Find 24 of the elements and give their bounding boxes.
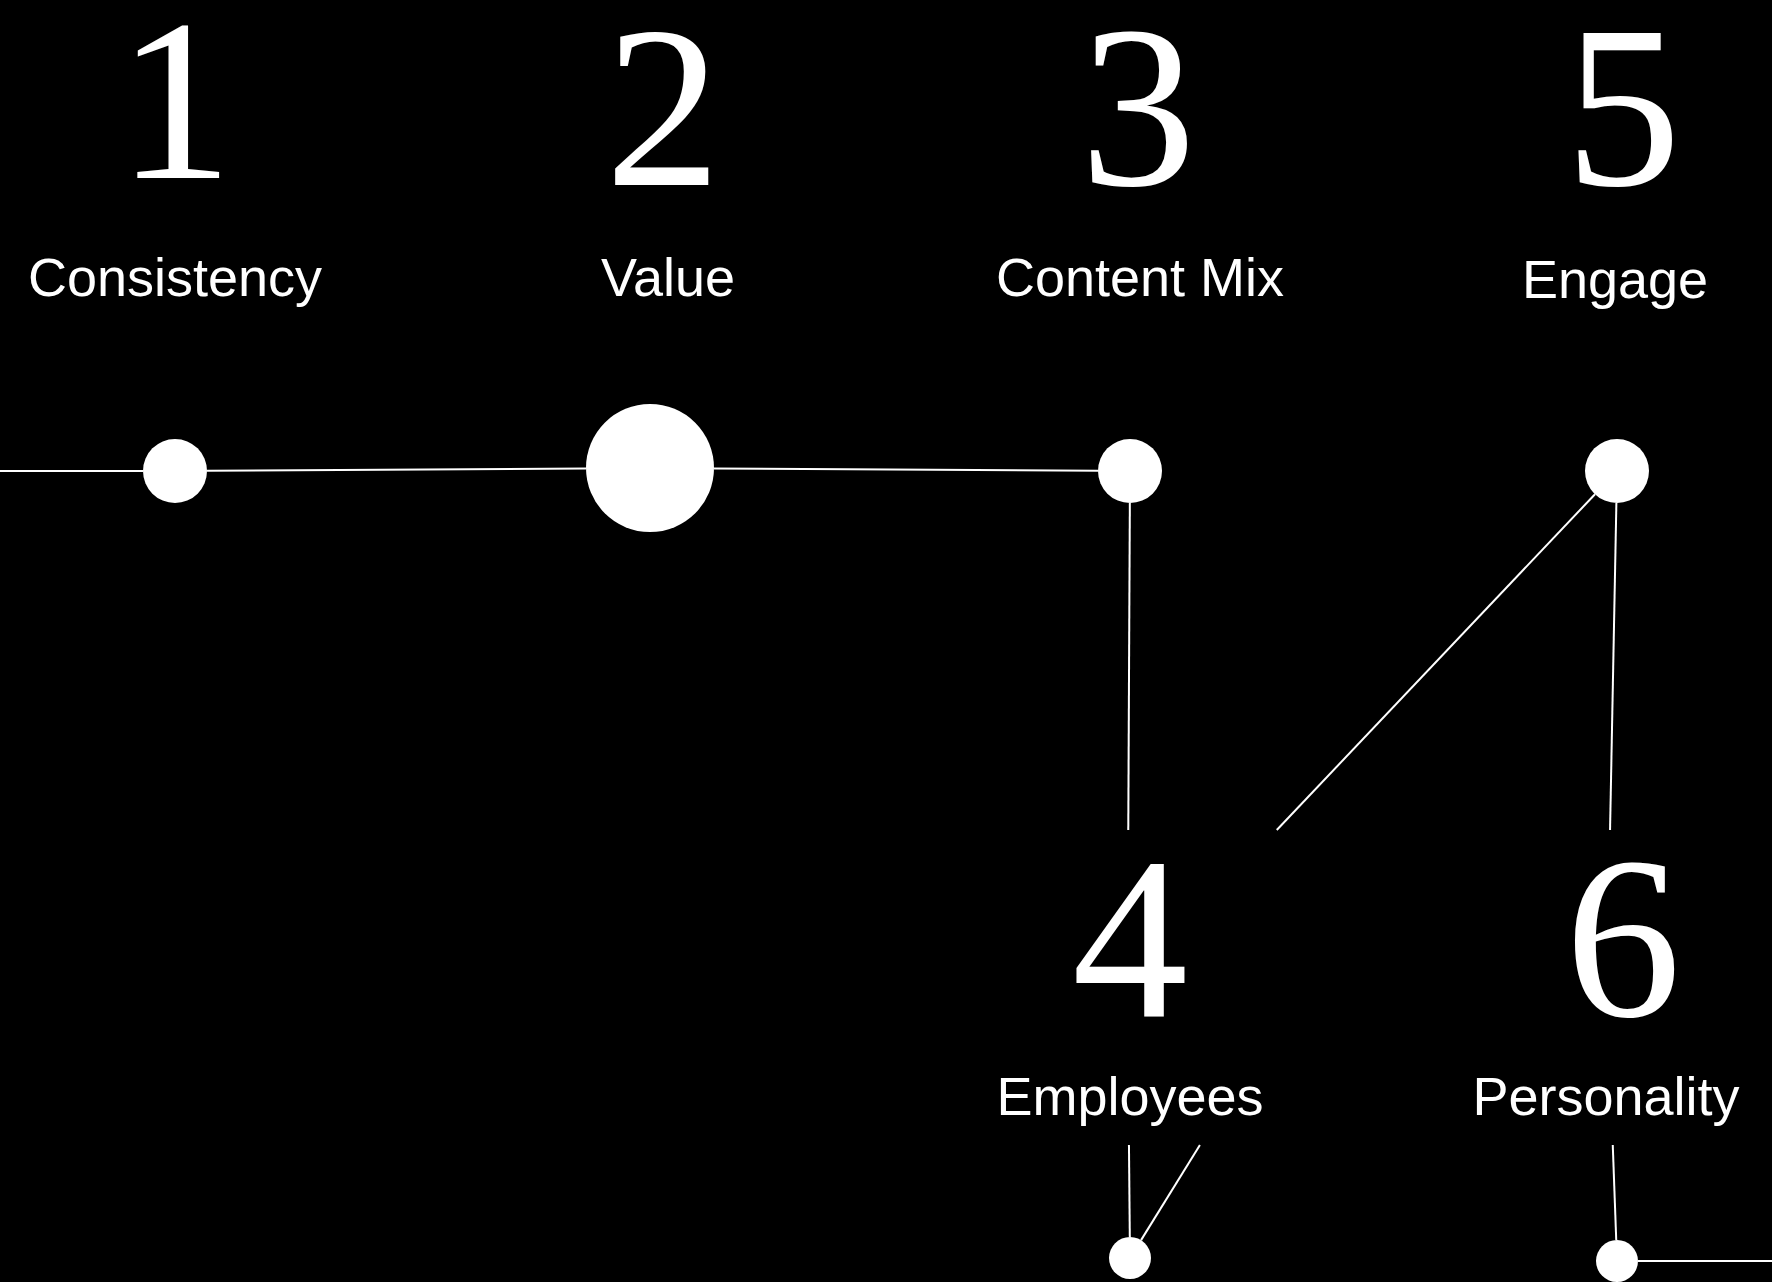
step-label: Content Mix [995,245,1285,309]
connector-line [713,467,1099,472]
connector-line [1140,1144,1201,1242]
step-number: 4 [1072,822,1188,1054]
step-number: 2 [605,0,721,223]
connector-line [1275,493,1596,831]
connector-line [0,470,144,472]
connector-line [1127,1144,1131,1238]
node-dot [1109,1237,1151,1279]
node-dot [1596,1240,1638,1282]
step-number: 5 [1565,0,1681,223]
step-number: 1 [117,0,233,216]
step-label: Engage [1521,247,1709,311]
step-label: Personality [1472,1064,1740,1128]
step-label: Value [600,245,736,309]
connector-line [1127,502,1131,831]
connector-line [206,467,587,472]
connector-line [1611,1144,1618,1241]
step-number: 6 [1565,822,1681,1054]
step-number: 3 [1080,0,1196,223]
connector-line [1609,502,1618,831]
step-label: Employees [996,1064,1264,1128]
connector-line [1637,1260,1772,1262]
step-label: Consistency [27,245,323,309]
